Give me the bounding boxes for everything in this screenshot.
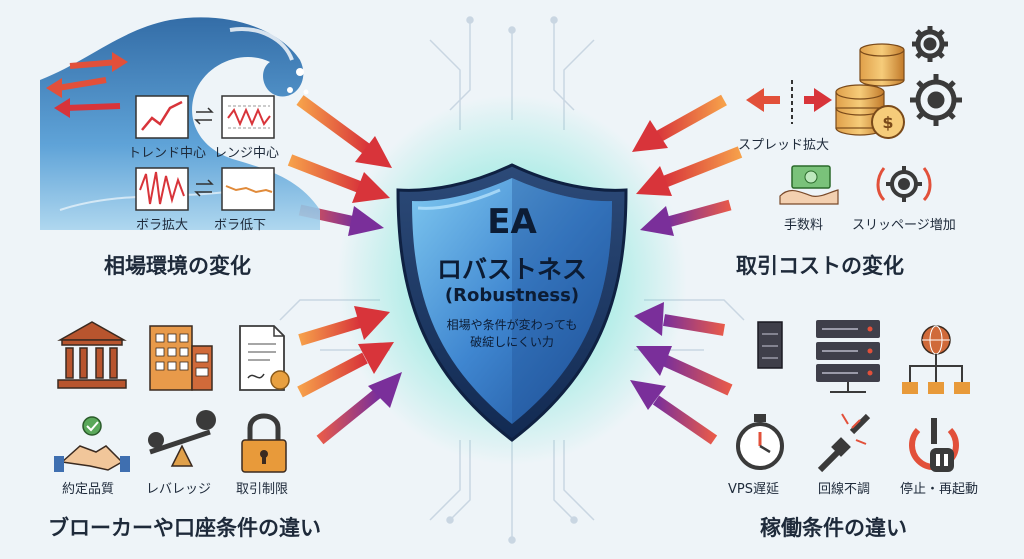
server-rack-icon [816,320,880,393]
server-icon [757,321,783,369]
spread-label: スプレッド拡大 [738,138,830,153]
vol-down-label: ボラ低下 [214,218,267,233]
shield-subtitle: ロバストネス [436,255,587,284]
arrow-ll-2 [297,342,394,398]
network-globe-icon [902,325,970,394]
ops-heading: 稼働条件の違い [760,516,907,540]
market-left-arrows [46,52,128,118]
range-chart-icon [221,95,275,139]
trend-chart-icon [135,95,189,139]
shield-tagline-1: 相場や条件が変わっても [446,318,578,332]
commission-cash-icon [779,165,839,205]
arrow-ul-1 [296,95,392,168]
vps-label: VPS遅延 [728,482,779,497]
arrow-ll-3 [316,372,402,445]
arrow-lr-1 [634,302,725,336]
arrow-lr-2 [636,346,733,396]
vol-up-label: ボラ拡大 [136,218,189,233]
arrow-ur-1 [632,94,727,152]
bank-icon [57,321,127,389]
cost-heading: 取引コストの変化 [736,254,904,278]
padlock-icon [241,413,287,473]
leverage-seesaw-icon [148,410,216,467]
market-heading: 相場環境の変化 [104,254,251,278]
svg-text:$: $ [882,113,893,132]
commission-label: 手数料 [784,218,824,233]
broker-heading: ブローカーや口座条件の違い [48,516,321,540]
contract-document-icon [239,325,290,391]
stop-label: 停止・再起動 [900,482,979,497]
shield-tagline-2: 破綻しにくい力 [470,335,554,349]
range-label: レンジ中心 [214,146,280,161]
shield-english: (Robustness) [444,285,580,306]
slippage-gear-icon [876,166,932,202]
leverage-label: レバレッジ [146,482,212,497]
ea-shield [396,163,628,442]
swap-arrows-icon-1 [194,107,214,125]
arrow-ul-2 [287,154,390,203]
arrow-ur-2 [636,146,743,196]
shield-title: EA [487,202,537,242]
restriction-label: 取引制限 [236,482,289,497]
office-building-icon [149,325,213,391]
slippage-label: スリッページ増加 [852,218,956,233]
arrow-ur-3 [640,199,732,236]
spread-widen-icon [746,80,832,124]
trend-label: トレンド中心 [128,146,207,161]
swap-arrows-icon-2 [194,179,214,197]
low-vol-chart-icon [221,167,275,211]
line-label: 回線不調 [818,482,871,497]
coin-stack-icon: $ [835,43,905,139]
arrow-lr-3 [630,380,718,445]
power-button-icon [909,418,959,472]
chart-icons [135,95,275,211]
stopwatch-icon [736,414,784,470]
broken-cable-icon [817,413,871,473]
high-vol-chart-icon [135,167,189,211]
gear-icons [910,26,962,126]
handshake-icon [54,416,130,472]
arrow-ll-1 [298,306,390,346]
execution-label: 約定品質 [62,482,115,497]
